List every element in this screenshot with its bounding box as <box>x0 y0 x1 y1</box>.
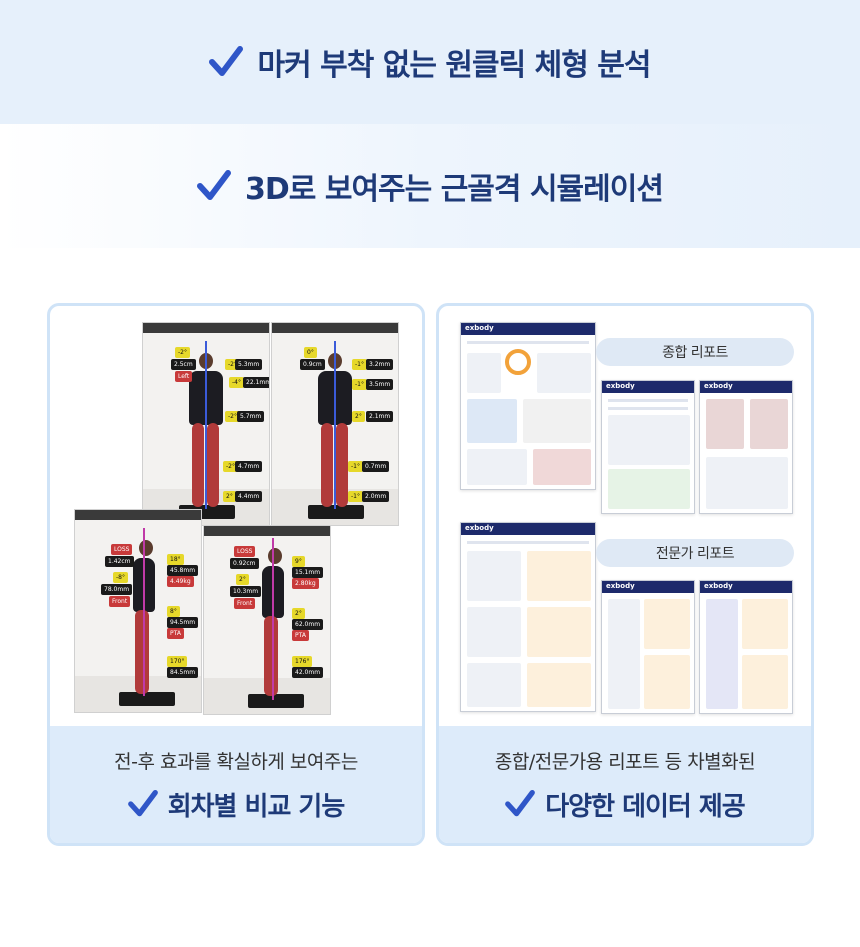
measure-tag: 78.0mm <box>101 584 133 595</box>
measure-tag: -2° <box>225 411 240 422</box>
measure-tag: -4° <box>229 377 244 388</box>
expert-report-page: exbody <box>699 580 793 714</box>
measure-tag: 176° <box>292 656 313 667</box>
measure-tag: 170° <box>167 656 188 667</box>
side-scan-after: LOSS 0.92cm 9° 15.1mm 2.80kg 2° 10.3mm F… <box>203 525 331 715</box>
measure-tag: 4.49kg <box>167 576 194 587</box>
measure-tag: 2.5cm <box>171 359 196 370</box>
card-caption: 종합/전문가용 리포트 등 차별화된 다양한 데이터 제공 <box>439 726 811 843</box>
check-icon <box>197 170 232 200</box>
measure-tag: 3.2mm <box>366 359 394 370</box>
measure-tag: 10.3mm <box>230 586 262 597</box>
banner-title: 마커 부착 없는 원클릭 체형 분석 <box>257 48 651 83</box>
measure-tag: -1° <box>352 359 367 370</box>
measure-tag: Front <box>109 596 131 607</box>
measure-tag: 42.0mm <box>292 667 324 678</box>
measure-tag: 45.8mm <box>167 565 199 576</box>
measure-tag: 2° <box>223 491 236 502</box>
measure-tag: 94.5mm <box>167 617 199 628</box>
measure-tag: 15.1mm <box>292 567 324 578</box>
measure-tag: 2° <box>236 574 249 585</box>
measure-tag: -1° <box>352 379 367 390</box>
measure-tag: -2° <box>223 461 238 472</box>
comparison-card: -2° 2.5cm Left -2° 5.3mm -4° 22.1mm -2° … <box>47 303 425 846</box>
measure-tag: 0.7mm <box>362 461 390 472</box>
summary-report-label: 종합 리포트 <box>596 338 794 366</box>
check-icon <box>505 790 536 817</box>
measure-tag: 5.7mm <box>237 411 265 422</box>
measure-tag: -1° <box>348 491 363 502</box>
check-icon <box>127 790 158 817</box>
expert-report-main: exbody <box>460 522 596 712</box>
feature-banner-2: 3D로 보여주는 근골격 시뮬레이션 <box>0 124 860 248</box>
measure-tag: -2° <box>225 359 240 370</box>
measure-tag: 62.0mm <box>292 619 324 630</box>
measure-tag: LOSS <box>111 544 133 555</box>
card-title: 회차별 비교 기능 <box>167 791 346 822</box>
card-subtitle: 전-후 효과를 확실하게 보여주는 <box>114 750 358 773</box>
measure-tag: PTA <box>292 630 309 641</box>
front-scan-after: 0° 0.9cm -1° 3.2mm -1° 3.5mm 2° 2.1mm -1… <box>271 322 399 526</box>
measure-tag: 4.4mm <box>235 491 263 502</box>
measure-tag: 5.3mm <box>235 359 263 370</box>
measure-tag: 8° <box>167 606 180 617</box>
side-scan-before: LOSS 1.42cm 18° 45.8mm 4.49kg -8° 78.0mm… <box>74 509 202 713</box>
summary-report-main: exbody <box>460 322 596 490</box>
measure-tag: -2° <box>175 347 190 358</box>
measure-tag: 9° <box>292 556 305 567</box>
measure-tag: PTA <box>167 628 184 639</box>
measure-tag: Left <box>175 371 193 382</box>
measure-tag: 3.5mm <box>366 379 394 390</box>
check-icon <box>209 46 244 76</box>
measure-tag: 4.7mm <box>235 461 263 472</box>
measure-tag: 2° <box>292 608 305 619</box>
expert-report-page: exbody <box>601 580 695 714</box>
measure-tag: 2.80kg <box>292 578 319 589</box>
card-caption: 전-후 효과를 확실하게 보여주는 회차별 비교 기능 <box>50 726 422 843</box>
measure-tag: -1° <box>348 461 363 472</box>
measure-tag: 22.1mm <box>243 377 269 388</box>
measure-tag: -8° <box>113 572 128 583</box>
front-scan-before: -2° 2.5cm Left -2° 5.3mm -4° 22.1mm -2° … <box>142 322 270 526</box>
measure-tag: 1.42cm <box>105 556 134 567</box>
measure-tag: 0° <box>304 347 317 358</box>
measure-tag: 18° <box>167 554 184 565</box>
measure-tag: 0.92cm <box>230 558 259 569</box>
measure-tag: 2° <box>352 411 365 422</box>
expert-report-label: 전문가 리포트 <box>596 539 794 567</box>
measure-tag: LOSS <box>234 546 256 557</box>
measure-tag: Front <box>234 598 256 609</box>
measure-tag: 2.1mm <box>366 411 394 422</box>
summary-report-page: exbody <box>699 380 793 514</box>
summary-report-page: exbody <box>601 380 695 514</box>
measure-tag: 84.5mm <box>167 667 199 678</box>
banner-title: 3D로 보여주는 근골격 시뮬레이션 <box>245 172 664 207</box>
measure-tag: 0.9cm <box>300 359 325 370</box>
report-logo: exbody <box>465 324 494 332</box>
reports-card: exbody 종합 리포트 exbody exbody exbody 전문가 리… <box>436 303 814 846</box>
card-title: 다양한 데이터 제공 <box>545 791 745 822</box>
measure-tag: 2.0mm <box>362 491 390 502</box>
feature-banner-1: 마커 부착 없는 원클릭 체형 분석 <box>0 0 860 124</box>
card-subtitle: 종합/전문가용 리포트 등 차별화된 <box>494 750 756 773</box>
